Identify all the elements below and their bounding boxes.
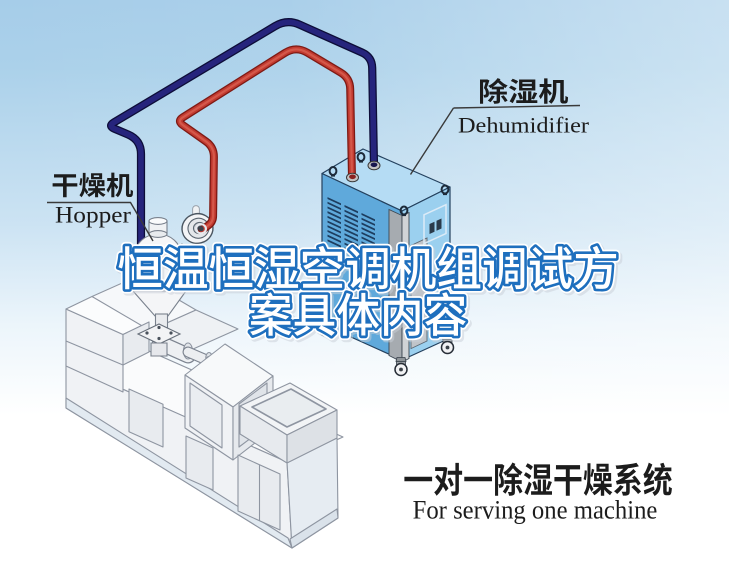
svg-text:Hopper: Hopper xyxy=(55,203,131,228)
svg-text:Dehumidifier: Dehumidifier xyxy=(458,113,590,138)
svg-text:For serving one machine: For serving one machine xyxy=(413,494,658,524)
